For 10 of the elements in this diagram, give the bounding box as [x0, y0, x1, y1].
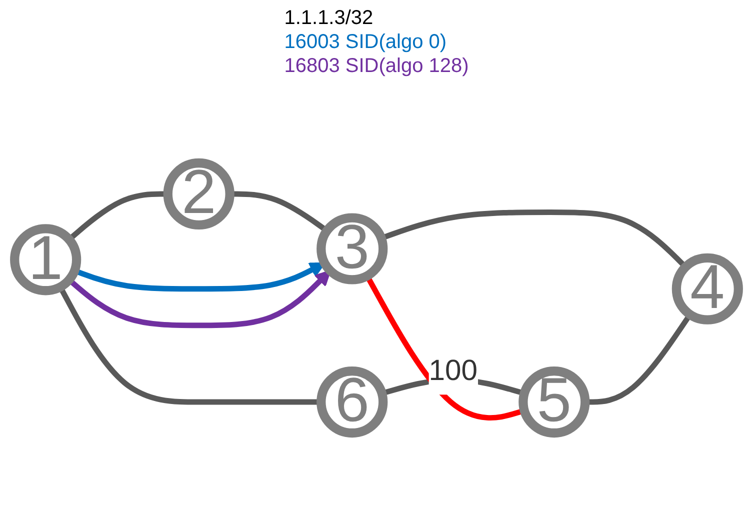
node-circle: 6: [316, 366, 388, 438]
node-annotation: 16803 SID(algo 128): [284, 54, 469, 78]
node-circle: 4: [672, 253, 743, 324]
node-circle: 1: [10, 224, 82, 296]
node-annotation: 16003 SID(algo 0): [284, 30, 448, 54]
node-circle: 5: [518, 366, 590, 438]
node-circle: 2: [163, 158, 234, 230]
node-circle: 3: [316, 213, 388, 284]
edge-label: 100: [428, 356, 478, 388]
node-annotation: 1.1.1.3/32: [284, 6, 374, 30]
